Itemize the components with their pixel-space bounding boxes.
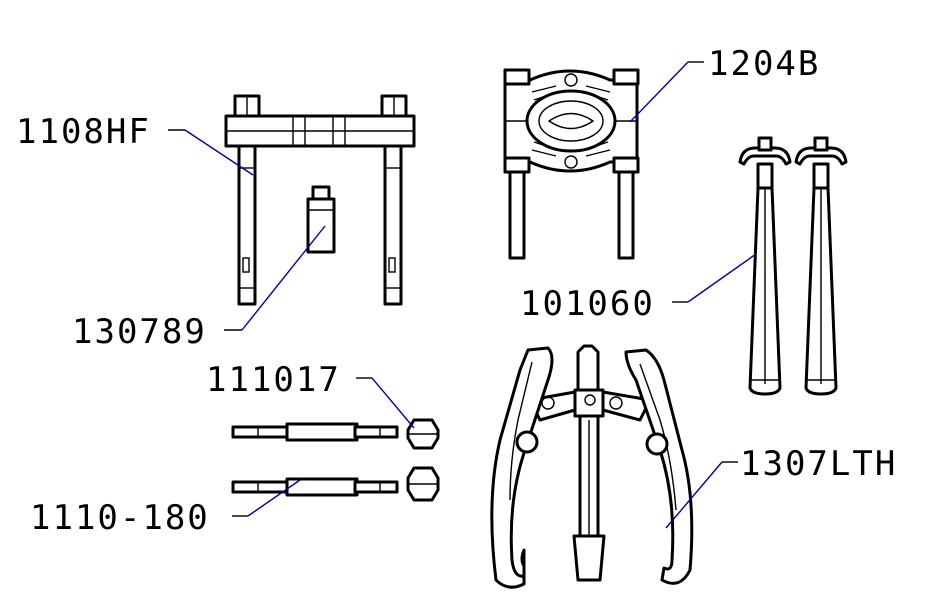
label-111017: 111017 [206,360,341,400]
part-101060-drawing [738,136,848,396]
label-101060: 101060 [520,284,655,324]
part-130789-drawing [306,185,336,254]
part-1110-180-drawing [231,466,440,502]
label-1204b: 1204B [708,44,820,84]
leader-lines [168,61,757,529]
part-111017-drawing [231,418,440,450]
label-1307lth: 1307LTH [740,444,897,484]
label-1108hf: 1108HF [16,112,151,152]
label-1110-180: 1110-180 [30,498,210,538]
label-130789: 130789 [72,312,207,352]
part-1307lth-drawing [490,344,694,589]
part-1204b-drawing [503,68,640,260]
